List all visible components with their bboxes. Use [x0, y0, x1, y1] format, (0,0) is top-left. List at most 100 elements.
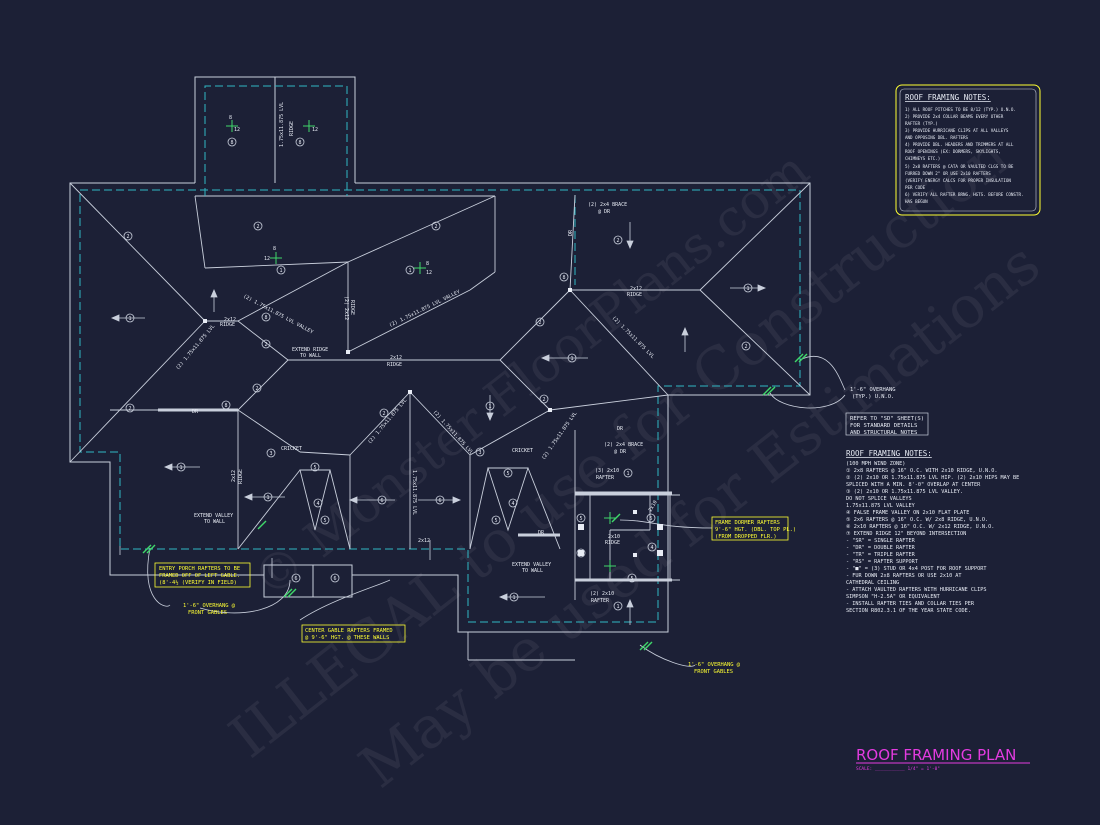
tag-i: 2: [264, 342, 267, 348]
lower-dr: DR: [538, 530, 545, 536]
rafter-3x10-2: RAFTER: [596, 475, 615, 481]
tag-t: 2: [542, 397, 545, 403]
extend-ridge-2: TO WALL: [300, 353, 321, 359]
overhang-typ-1: 1'-6" OVERHANG: [850, 387, 895, 393]
tag-ap: 1: [488, 404, 491, 410]
legend-line-9: ⑥ 2x10 RAFTERS @ 16" O.C. W/ 2x12 RIDGE,…: [846, 524, 994, 530]
dormer-hip-lvl: 2x10: [648, 500, 659, 513]
tag-z: 5: [323, 518, 326, 524]
pitch-run-2: 12: [312, 127, 318, 133]
tag-u: 1: [179, 465, 182, 471]
tag-aj: 1: [626, 471, 629, 477]
roof-outline: [69, 76, 811, 633]
note-line-0: 1) ALL ROOF PITCHES TO BE 8/12 (TYP.) U.…: [905, 107, 1016, 112]
tag-k: 8: [562, 275, 565, 281]
right-ridge-label: RIDGE: [627, 292, 642, 298]
center-lvl-valley: (2) 1.75x11.875 LVL VALLEY: [388, 289, 461, 329]
tag-f: 1: [279, 268, 282, 274]
tag-l: 1: [570, 356, 573, 362]
overhang-typ-2: (TYP.) U.N.O.: [852, 394, 894, 400]
refer-line-0: REFER TO "SD" SHEET(S): [850, 416, 924, 422]
refer-line-1: FOR STANDARD DETAILS: [850, 423, 917, 429]
title-block: ROOF FRAMING PLAN SCALE: ___________ 1/4…: [856, 746, 1030, 772]
dormer-ridge-size: 2x10: [608, 534, 620, 540]
tag-ae: 4: [511, 501, 514, 507]
pitch-rise-3: 8: [426, 261, 429, 267]
legend-line-1: ① 2x8 RAFTERS @ 16" O.C. WITH 2x10 RIDGE…: [846, 468, 997, 474]
legend-line-15: - "■" = (3) STUD OR 4x4 POST FOR ROOF SU…: [846, 566, 987, 572]
dormer-ridge-lvl: 1.75x11.875 LVL: [411, 470, 417, 515]
extend-valley-right-2: TO WALL: [522, 568, 543, 574]
center-gable-2: @ 9'-6" HGT. @ THESE WALLS: [305, 635, 389, 641]
extend-valley-left-2: TO WALL: [204, 519, 225, 525]
center-ridge-22x12: (2) 2x12: [343, 296, 349, 320]
legend-title: ROOF FRAMING NOTES:: [846, 449, 932, 458]
note-line-3: 3) PROVIDE HURRICANE CLIPS AT ALL VALLEY…: [905, 128, 1009, 133]
tag-ah: 6: [333, 576, 336, 582]
upper-ridge-lvl: 1.75x11.875 LVL: [279, 102, 285, 147]
notes-title: ROOF FRAMING NOTES:: [905, 93, 991, 102]
tag-ao: 5: [649, 516, 652, 522]
tag-q: 2: [255, 386, 258, 392]
tag-ai: 1: [512, 595, 515, 601]
upper-ridge-label: RIDGE: [289, 121, 295, 136]
wall-lines: [79, 85, 801, 623]
center-gable-1: CENTER GABLE RAFTERS FRAMED: [305, 628, 393, 634]
legend-line-18: - ATTACH VAULTED RAFTERS WITH HURRICANE …: [846, 587, 987, 593]
left-dormer-size: 2x12: [231, 470, 237, 482]
legend-line-6: 1.75x11.875 LVL VALLEY: [846, 503, 916, 509]
legend-line-21: SECTION R802.3.1 OF THE YEAR STATE CODE.: [846, 608, 971, 614]
tag-d: 2: [256, 224, 259, 230]
left-dr: DR: [192, 409, 199, 415]
legend-line-7: ④ FALSE FRAME VALLEY ON 2x10 FLAT PLATE: [846, 510, 969, 516]
tag-c: 2: [126, 234, 129, 240]
pitch-run: 12: [234, 127, 240, 133]
center-dr: DR: [617, 426, 624, 432]
yellow-callouts: ENTRY PORCH RAFTERS TO BE FRAMED OFF OF …: [154, 516, 796, 675]
direction-arrows: [110, 222, 767, 625]
legend-line-0: (100 MPH WIND ZONE): [846, 461, 905, 467]
tag-r: 8: [224, 403, 227, 409]
note-line-13: HAS BEGUN: [905, 199, 928, 204]
tag-al: 4: [650, 545, 653, 551]
tag-n: 2: [538, 320, 541, 326]
cricket-left: CRICKET: [281, 446, 302, 452]
posts: [203, 288, 663, 557]
note-line-10: (VERIFY ENERGY CALCS FOR PROPER INSULATI…: [905, 178, 1011, 183]
pitch-run-3: 12: [264, 256, 270, 262]
legend-line-11: - "SR" = SINGLE RAFTER: [846, 538, 916, 544]
note-line-5: 4) PROVIDE DBL. HEADERS AND TRIMMERS AT …: [905, 142, 1014, 147]
center-ridge-label-v: RIDGE: [349, 300, 355, 315]
left-dormer-ridge: RIDGE: [238, 469, 244, 484]
tag-ar: 1: [746, 286, 749, 292]
tag-b: 8: [298, 140, 301, 146]
pitch-run-4: 12: [426, 270, 432, 276]
note-line-2: RAFTER (TYP.): [905, 121, 938, 126]
legend-line-14: - "RS" = RAFTER SUPPORT: [846, 559, 918, 565]
rafter-bars: [158, 408, 672, 582]
legend-line-4: ③ (2) 2x10 OR 1.75x11.875 LVL VALLEY.: [846, 489, 963, 495]
center-ridge-size: 2x12: [390, 355, 402, 361]
pitch-rise-2: 8: [273, 246, 276, 252]
note-line-9: FURRED DOWN 2" OR USE 2x10 RAFTERS: [905, 171, 991, 176]
tag-j: 8: [264, 315, 267, 321]
green-ticks: [142, 353, 808, 651]
left-ridge-label: RIDGE: [220, 322, 235, 328]
rafter-2x10-1: (2) 2x10: [590, 591, 614, 597]
brace-top-2: @ DR: [598, 209, 611, 215]
overhang-left-2: FRONT GABLES: [188, 610, 227, 616]
overhang-typ: 1'-6" OVERHANG (TYP.) U.N.O.: [850, 387, 895, 400]
porch-callout-1: ENTRY PORCH RAFTERS TO BE: [159, 566, 240, 572]
dormer-callout-3: (FROM DROPPED FLR.): [715, 534, 777, 540]
tag-ac: 3: [478, 450, 481, 456]
tag-ak: 5: [630, 576, 633, 582]
porch-callout-3: (8'-4½ (VERIFY IN FIELD): [159, 579, 237, 586]
legend-line-10: ⑦ EXTEND RIDGE 12" BEYOND INTERSECTION: [846, 531, 966, 537]
watermark: ILLEGAL to use for Construction May be u…: [217, 122, 1052, 802]
note-line-7: CHIMNEYS ETC.): [905, 156, 940, 161]
extend-valley-right-1: EXTEND VALLEY: [512, 562, 551, 568]
tag-s: 2: [382, 411, 385, 417]
legend-line-16: - FUR DOWN 2x8 RAFTERS OR USE 2x10 AT: [846, 573, 962, 579]
porch-box: [263, 564, 353, 598]
cricket-right: CRICKET: [512, 448, 533, 454]
